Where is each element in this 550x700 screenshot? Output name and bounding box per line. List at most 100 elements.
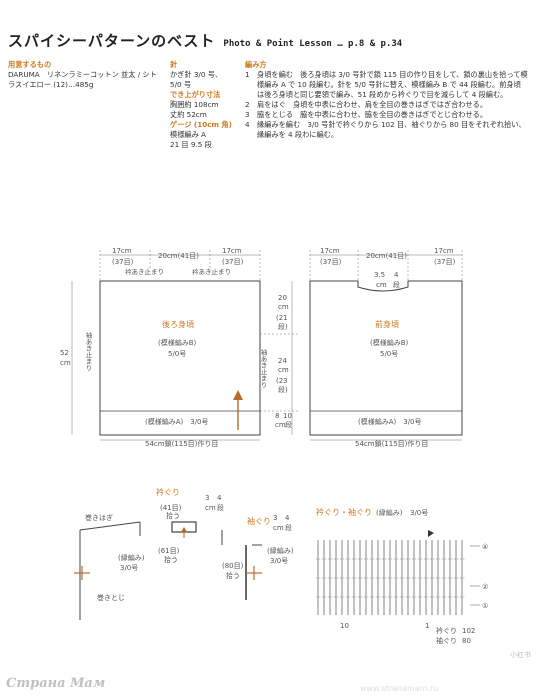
front-foundation-chain: 54cm鎖(115目)作り目 xyxy=(355,439,428,448)
materials-yarn: DARUMA リネンラミーコットン 並太 / シト xyxy=(8,70,157,79)
back-armhole-rows: (21 xyxy=(276,314,288,322)
chart-needle: 3/0号 xyxy=(410,509,428,517)
front-body-needle: 5/0号 xyxy=(380,350,398,358)
materials-heading: 用意するもの xyxy=(8,60,52,69)
side-seam-label: 巻きとじ xyxy=(97,593,125,602)
back-sleeve-stop-right: 袖あき止まり xyxy=(259,348,267,389)
chart-title: 衿ぐり・袖ぐり xyxy=(316,507,372,517)
back-knit-direction-arrow xyxy=(233,390,243,400)
gauge-pattern: 模様編み A xyxy=(170,130,206,139)
edging-left-label: (縁編み) xyxy=(118,553,145,562)
neck-front-pickup: (61目) xyxy=(158,547,180,555)
finishing-diagram: 衿ぐり 袖ぐり 巻きはぎ 巻きとじ (41目) 拾う 3 4 cm 段 3 4 … xyxy=(74,487,294,620)
watermark-site: www.stranamam.ru xyxy=(360,684,439,693)
neck-edge-unit: cm xyxy=(205,504,216,512)
front-body-title: 前身頃 xyxy=(375,319,399,329)
chart-neck-label: 衿ぐり xyxy=(436,626,457,635)
armhole-pickup-label: 拾う xyxy=(226,571,240,580)
chart-row-1: ① xyxy=(482,602,488,610)
edging-right-label: (縁編み) xyxy=(267,546,294,555)
back-total-height: 52 xyxy=(60,349,69,357)
back-body-pattern: (模様編みB) xyxy=(158,338,197,347)
back-body-title: 後ろ身頃 xyxy=(162,319,194,329)
back-top-left-stitches: (37目) xyxy=(112,258,134,266)
page-reference: Photo & Point Lesson … p.8 & p.34 xyxy=(223,39,403,49)
chart-row-4: ④ xyxy=(482,543,488,551)
front-top-left-width: 17cm xyxy=(320,247,340,255)
back-body-diagram: 17cm (37目) 20cm(41目) 17cm (37目) 衿あき止まり 衿… xyxy=(60,247,298,448)
front-top-right-stitches: (37目) xyxy=(434,258,456,266)
back-sleeve-stop-label: 袖あき止まり xyxy=(84,331,92,372)
neckline-title: 衿ぐり xyxy=(156,487,180,497)
chart-sleeve-count: 80 xyxy=(462,637,471,645)
front-body-outline xyxy=(309,280,463,436)
neck-edge-rows: 4 xyxy=(217,494,222,502)
back-body-rows-unit: 段) xyxy=(278,385,288,394)
finished-chest: 胸囲約 108cm xyxy=(170,100,219,109)
back-top-right-stitches: (37目) xyxy=(222,258,244,266)
title-text: スパイシーパターンのベスト xyxy=(8,32,216,50)
back-armhole-rows-unit: 段) xyxy=(278,322,288,331)
back-border-unit: cm xyxy=(275,421,286,429)
armhole-edge-rows: 4 xyxy=(285,514,290,522)
gauge-heading: ゲージ (10cm 角) xyxy=(170,120,232,129)
finished-length: 丈約 52cm xyxy=(170,110,207,119)
back-top-right-width: 17cm xyxy=(222,247,242,255)
armhole-pickup: (80目) xyxy=(222,562,244,570)
front-neck-depth: 3.5 xyxy=(374,271,385,279)
armhole-edge-height: 3 xyxy=(273,514,277,522)
back-armhole-height: 20 xyxy=(278,294,287,302)
needle-line2: 5/0 号 xyxy=(170,80,192,89)
shoulder-seam-label: 巻きはぎ xyxy=(85,513,113,522)
armhole-edge-unit: cm xyxy=(273,524,284,532)
needle-heading: 針 xyxy=(170,60,178,69)
chart-stitch-10: 10 xyxy=(340,622,349,630)
chart-stitch-1: 1 xyxy=(425,622,429,630)
instruction-step-cont: 縁編みを 4 段わに編む。 xyxy=(257,130,339,139)
gauge-count: 21 目 9.5 段 xyxy=(170,140,212,149)
chart-stitch-grid xyxy=(317,540,463,615)
front-neck-unit: cm xyxy=(376,281,387,289)
needle-line1: かぎ針 3/0 号、 xyxy=(170,70,223,79)
neck-back-pickup: (41目) xyxy=(160,504,182,512)
back-top-left-width: 17cm xyxy=(112,247,132,255)
armhole-edge-rows-unit: 段 xyxy=(285,523,292,532)
neck-pickup-arrow xyxy=(181,527,187,532)
neck-edge-height: 3 xyxy=(205,494,209,502)
edging-right-needle: 3/0号 xyxy=(270,557,288,565)
front-body-diagram: 17cm (37目) 20cm(41目) 17cm (37目) 3.5 4 cm… xyxy=(309,247,463,448)
back-total-height-unit: cm xyxy=(60,359,71,367)
front-body-pattern: (模様編みB) xyxy=(370,338,409,347)
front-neck-rows: 4 xyxy=(394,271,399,279)
page-title: スパイシーパターンのベスト Photo & Point Lesson … p.8 … xyxy=(8,30,402,51)
back-neck-stop-left: 衿あき止まり xyxy=(125,267,164,276)
back-border-rows: 10 xyxy=(283,412,292,420)
back-body-rows: (23 xyxy=(276,377,288,385)
back-neck-stop-right: 衿あき止まり xyxy=(192,267,231,276)
chart-neck-count: 102 xyxy=(462,627,475,635)
instructions-heading: 編み方 xyxy=(245,60,267,69)
back-top-mid-width: 20cm(41目) xyxy=(158,252,199,260)
materials-block: 用意するもの DARUMA リネンラミーコットン 並太 / シト ラスイエロー … xyxy=(8,60,158,90)
armhole-title: 袖ぐり xyxy=(247,516,271,526)
watermark-left: Страна Мам xyxy=(6,676,106,691)
front-border-pattern: (模様編みA) 3/0号 xyxy=(358,417,422,426)
neck-front-pickup-label: 拾う xyxy=(164,555,178,564)
finished-heading: でき上がり寸法 xyxy=(170,90,221,99)
instruction-step-cont: 様編み A で 10 段編む。針を 5/0 号針に替え、模様編み B で 44 … xyxy=(257,80,521,89)
specs-block: 針 かぎ針 3/0 号、 5/0 号 でき上がり寸法 胸囲約 108cm 丈約 … xyxy=(170,60,260,150)
watermark-right: 小红书 xyxy=(510,651,531,659)
neck-back-pickup-label: 拾う xyxy=(166,511,180,520)
chart-end-marker xyxy=(428,530,434,537)
front-neck-rows-unit: 段 xyxy=(393,280,400,289)
stitch-chart: 衿ぐり・袖ぐり (縁編み) 3/0号 xyxy=(316,507,488,645)
front-top-mid-width: 20cm(41目) xyxy=(366,252,407,260)
back-body-needle: 5/0号 xyxy=(168,350,186,358)
chart-row-2: ② xyxy=(482,583,488,591)
front-top-right-width: 17cm xyxy=(434,247,454,255)
back-body-height: 24 xyxy=(278,357,287,365)
